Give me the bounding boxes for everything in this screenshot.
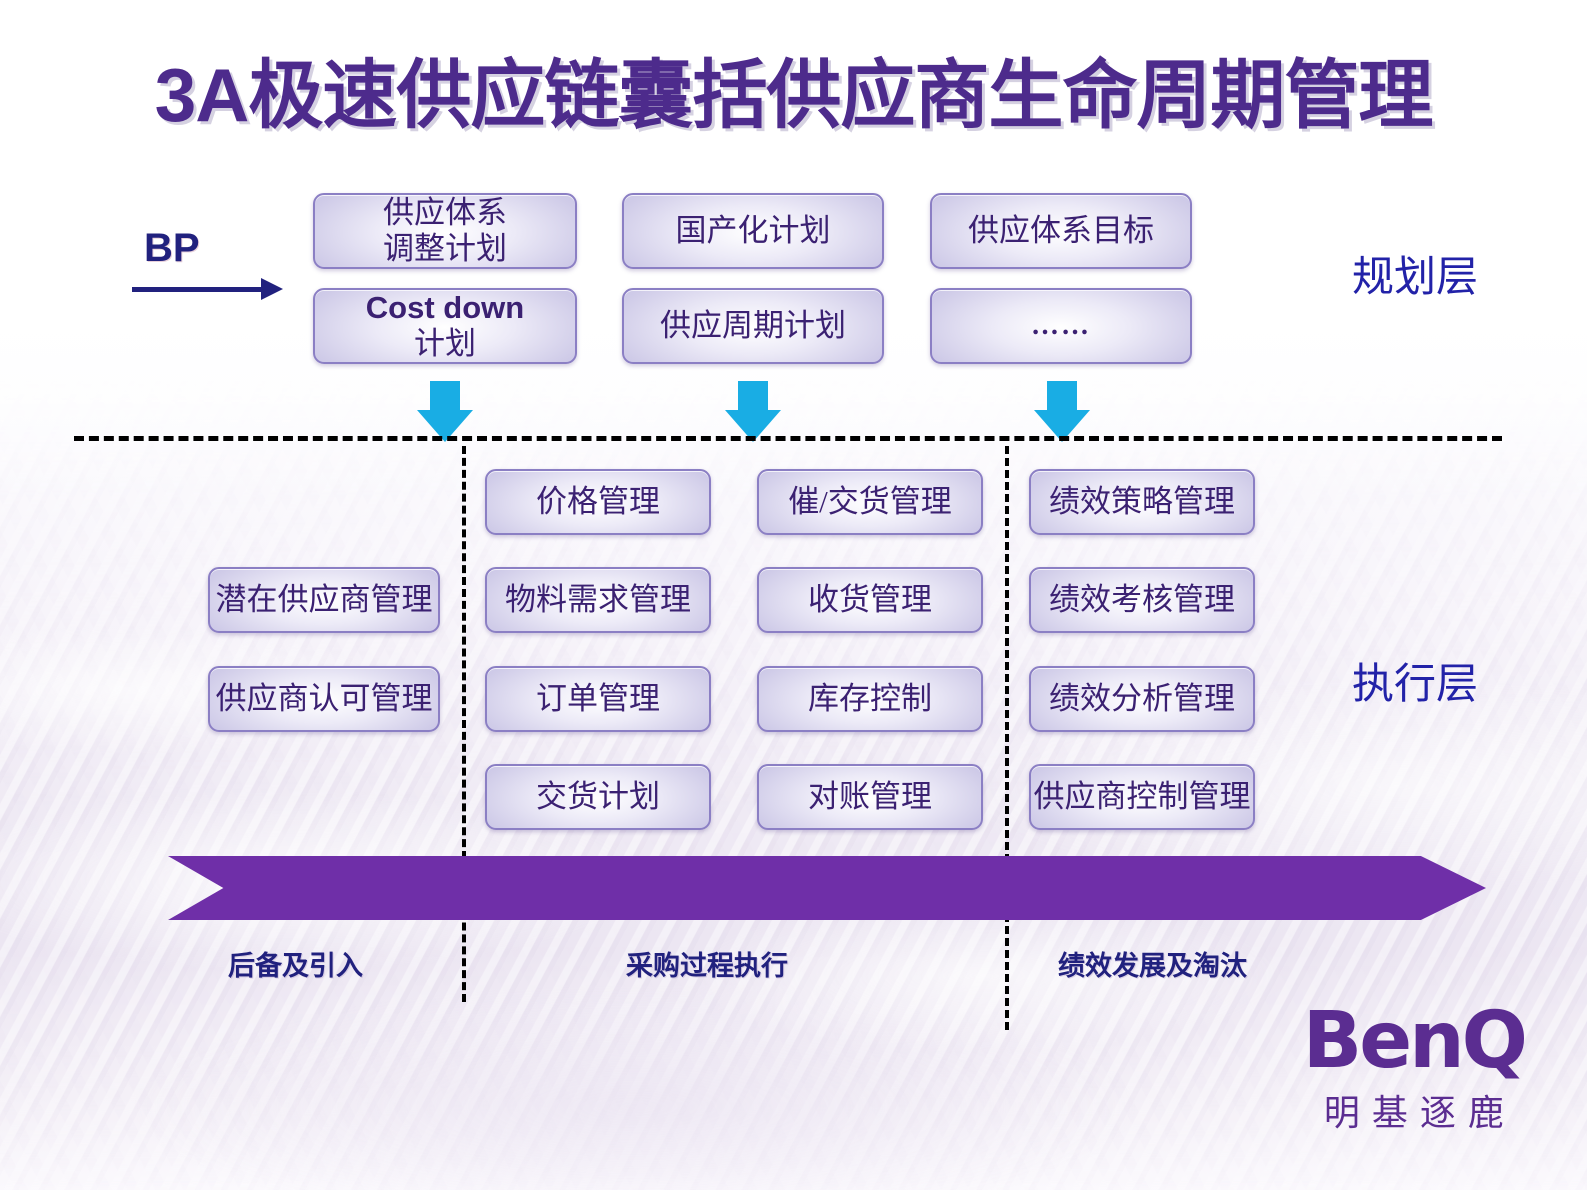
benq-chinese-name: 明基逐鹿 <box>1323 1092 1516 1133</box>
cost-down-sub-text: 计划 <box>414 326 476 361</box>
stage-label-performance-development-and-elimination: 绩效发展及淘汰 <box>1058 951 1247 981</box>
planning-box-ellipsis[interactable]: …… <box>930 288 1192 364</box>
page-title: 3A极速供应链囊括供应商生命周期管理 <box>154 53 1434 137</box>
stage-divider-line-1 <box>462 446 466 1002</box>
benq-wordmark: BenQ <box>1302 995 1528 1086</box>
right-arrow-icon <box>132 278 307 300</box>
exec-box-material-demand-management[interactable]: 物料需求管理 <box>485 567 711 633</box>
exec-box-delivery-plan[interactable]: 交货计划 <box>485 764 711 830</box>
exec-box-order-management[interactable]: 订单管理 <box>485 666 711 732</box>
exec-box-reconciliation-management[interactable]: 对账管理 <box>757 764 983 830</box>
down-arrow-icon-3 <box>1034 381 1090 443</box>
down-arrow-icon-2 <box>725 381 781 443</box>
exec-box-expedite-delivery-management[interactable]: 催/交货管理 <box>757 469 983 535</box>
layer-divider-line <box>74 436 1502 441</box>
down-arrow-icon-1 <box>417 381 473 443</box>
exec-box-performance-analysis-management[interactable]: 绩效分析管理 <box>1029 666 1255 732</box>
right-process-arrow-icon <box>168 856 1486 920</box>
layer-label-planning: 规划层 <box>1352 253 1479 300</box>
stage-label-reserve-and-introduction: 后备及引入 <box>228 951 363 981</box>
planning-box-cost-down-plan[interactable]: Cost down 计划 <box>313 288 577 364</box>
planning-box-supply-system-goal[interactable]: 供应体系目标 <box>930 193 1192 269</box>
bp-label: BP <box>144 226 200 270</box>
stage-divider-line-2 <box>1005 446 1009 1030</box>
cost-down-bold-text: Cost down <box>365 290 525 326</box>
benq-logo: BenQ 明基逐鹿 <box>1302 995 1528 1136</box>
exec-box-performance-strategy-management[interactable]: 绩效策略管理 <box>1029 469 1255 535</box>
exec-box-inventory-control[interactable]: 库存控制 <box>757 666 983 732</box>
stage-label-procurement-process-execution: 采购过程执行 <box>626 951 788 981</box>
exec-box-supplier-approval-management[interactable]: 供应商认可管理 <box>208 666 440 732</box>
ellipsis-text: …… <box>1031 309 1091 341</box>
bp-marker: BP <box>132 228 307 300</box>
exec-box-supplier-control-management[interactable]: 供应商控制管理 <box>1029 764 1255 830</box>
exec-box-performance-appraisal-management[interactable]: 绩效考核管理 <box>1029 567 1255 633</box>
exec-box-potential-supplier-management[interactable]: 潜在供应商管理 <box>208 567 440 633</box>
layer-label-execution: 执行层 <box>1352 660 1479 707</box>
planning-box-localization-plan[interactable]: 国产化计划 <box>622 193 884 269</box>
planning-box-supply-system-adjust-plan[interactable]: 供应体系 调整计划 <box>313 193 577 269</box>
exec-box-receiving-management[interactable]: 收货管理 <box>757 567 983 633</box>
planning-box-supply-cycle-plan[interactable]: 供应周期计划 <box>622 288 884 364</box>
exec-box-price-management[interactable]: 价格管理 <box>485 469 711 535</box>
